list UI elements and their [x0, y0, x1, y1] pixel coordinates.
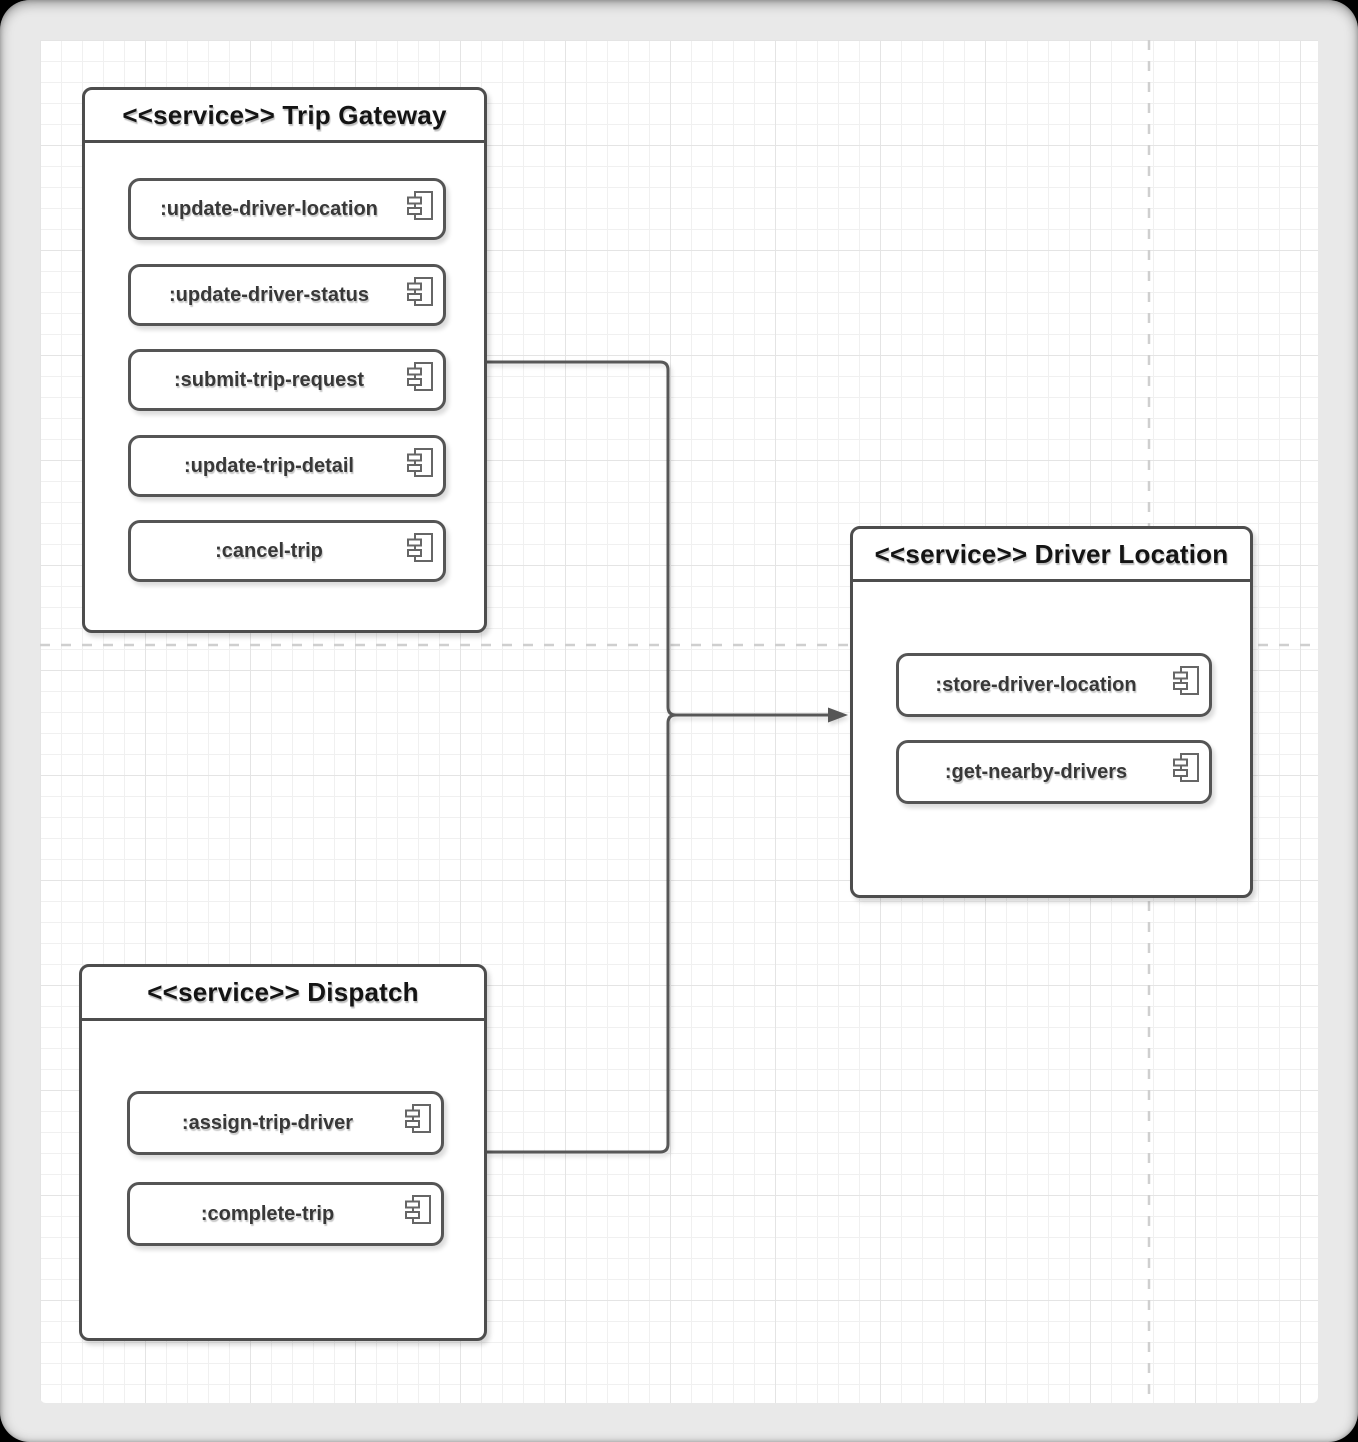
- component-complete-trip[interactable]: :complete-trip: [127, 1182, 444, 1246]
- uml-component-icon: [405, 1195, 431, 1224]
- service-title-text: <<service>> Dispatch: [147, 977, 419, 1007]
- component-assign-trip-driver[interactable]: :assign-trip-driver: [127, 1091, 444, 1155]
- uml-component-icon: [405, 1104, 431, 1133]
- service-title-text: <<service>> Driver Location: [874, 538, 1229, 569]
- diagram-canvas: <<service>> Trip Gateway :update-driver-…: [40, 40, 1318, 1403]
- component-update-trip-detail[interactable]: :update-trip-detail: [128, 435, 446, 497]
- service-title-driver-location: <<service>> Driver Location: [853, 529, 1250, 582]
- component-label: :update-driver-location: [160, 197, 378, 220]
- service-title-text: <<service>> Trip Gateway: [122, 99, 447, 130]
- component-update-driver-status[interactable]: :update-driver-status: [128, 264, 446, 326]
- service-title-trip-gateway: <<service>> Trip Gateway: [85, 90, 484, 143]
- arrowhead-icon: [828, 707, 848, 723]
- uml-component-icon: [1173, 753, 1199, 782]
- connector-assign-trip-driver-to-driver-location[interactable]: [487, 713, 829, 1154]
- component-label: :complete-trip: [200, 1202, 335, 1225]
- uml-component-icon: [407, 191, 433, 220]
- component-label: :update-trip-detail: [184, 454, 354, 477]
- component-label: :submit-trip-request: [174, 368, 364, 391]
- uml-component-icon: [407, 533, 433, 562]
- service-box-dispatch[interactable]: <<service>> Dispatch :assign-trip-driver…: [79, 964, 487, 1341]
- component-label: :assign-trip-driver: [181, 1111, 354, 1134]
- component-store-driver-location[interactable]: :store-driver-location: [896, 653, 1212, 717]
- uml-component-icon: [407, 448, 433, 477]
- component-submit-trip-request[interactable]: :submit-trip-request: [128, 349, 446, 411]
- component-label: :update-driver-status: [168, 283, 370, 306]
- component-label: :get-nearby-drivers: [944, 760, 1128, 783]
- component-label: :cancel-trip: [215, 539, 323, 562]
- component-update-driver-location[interactable]: :update-driver-location: [128, 178, 446, 240]
- service-box-driver-location[interactable]: <<service>> Driver Location :store-drive…: [850, 526, 1253, 898]
- component-label: :store-driver-location: [935, 673, 1137, 696]
- service-box-trip-gateway[interactable]: <<service>> Trip Gateway :update-driver-…: [82, 87, 487, 633]
- uml-component-icon: [1173, 666, 1199, 695]
- uml-component-icon: [407, 362, 433, 391]
- uml-component-icon: [407, 277, 433, 306]
- component-get-nearby-drivers[interactable]: :get-nearby-drivers: [896, 740, 1212, 804]
- service-title-dispatch: <<service>> Dispatch: [82, 967, 484, 1021]
- component-cancel-trip[interactable]: :cancel-trip: [128, 520, 446, 582]
- connector-submit-trip-request-to-driver-location[interactable]: [487, 360, 829, 717]
